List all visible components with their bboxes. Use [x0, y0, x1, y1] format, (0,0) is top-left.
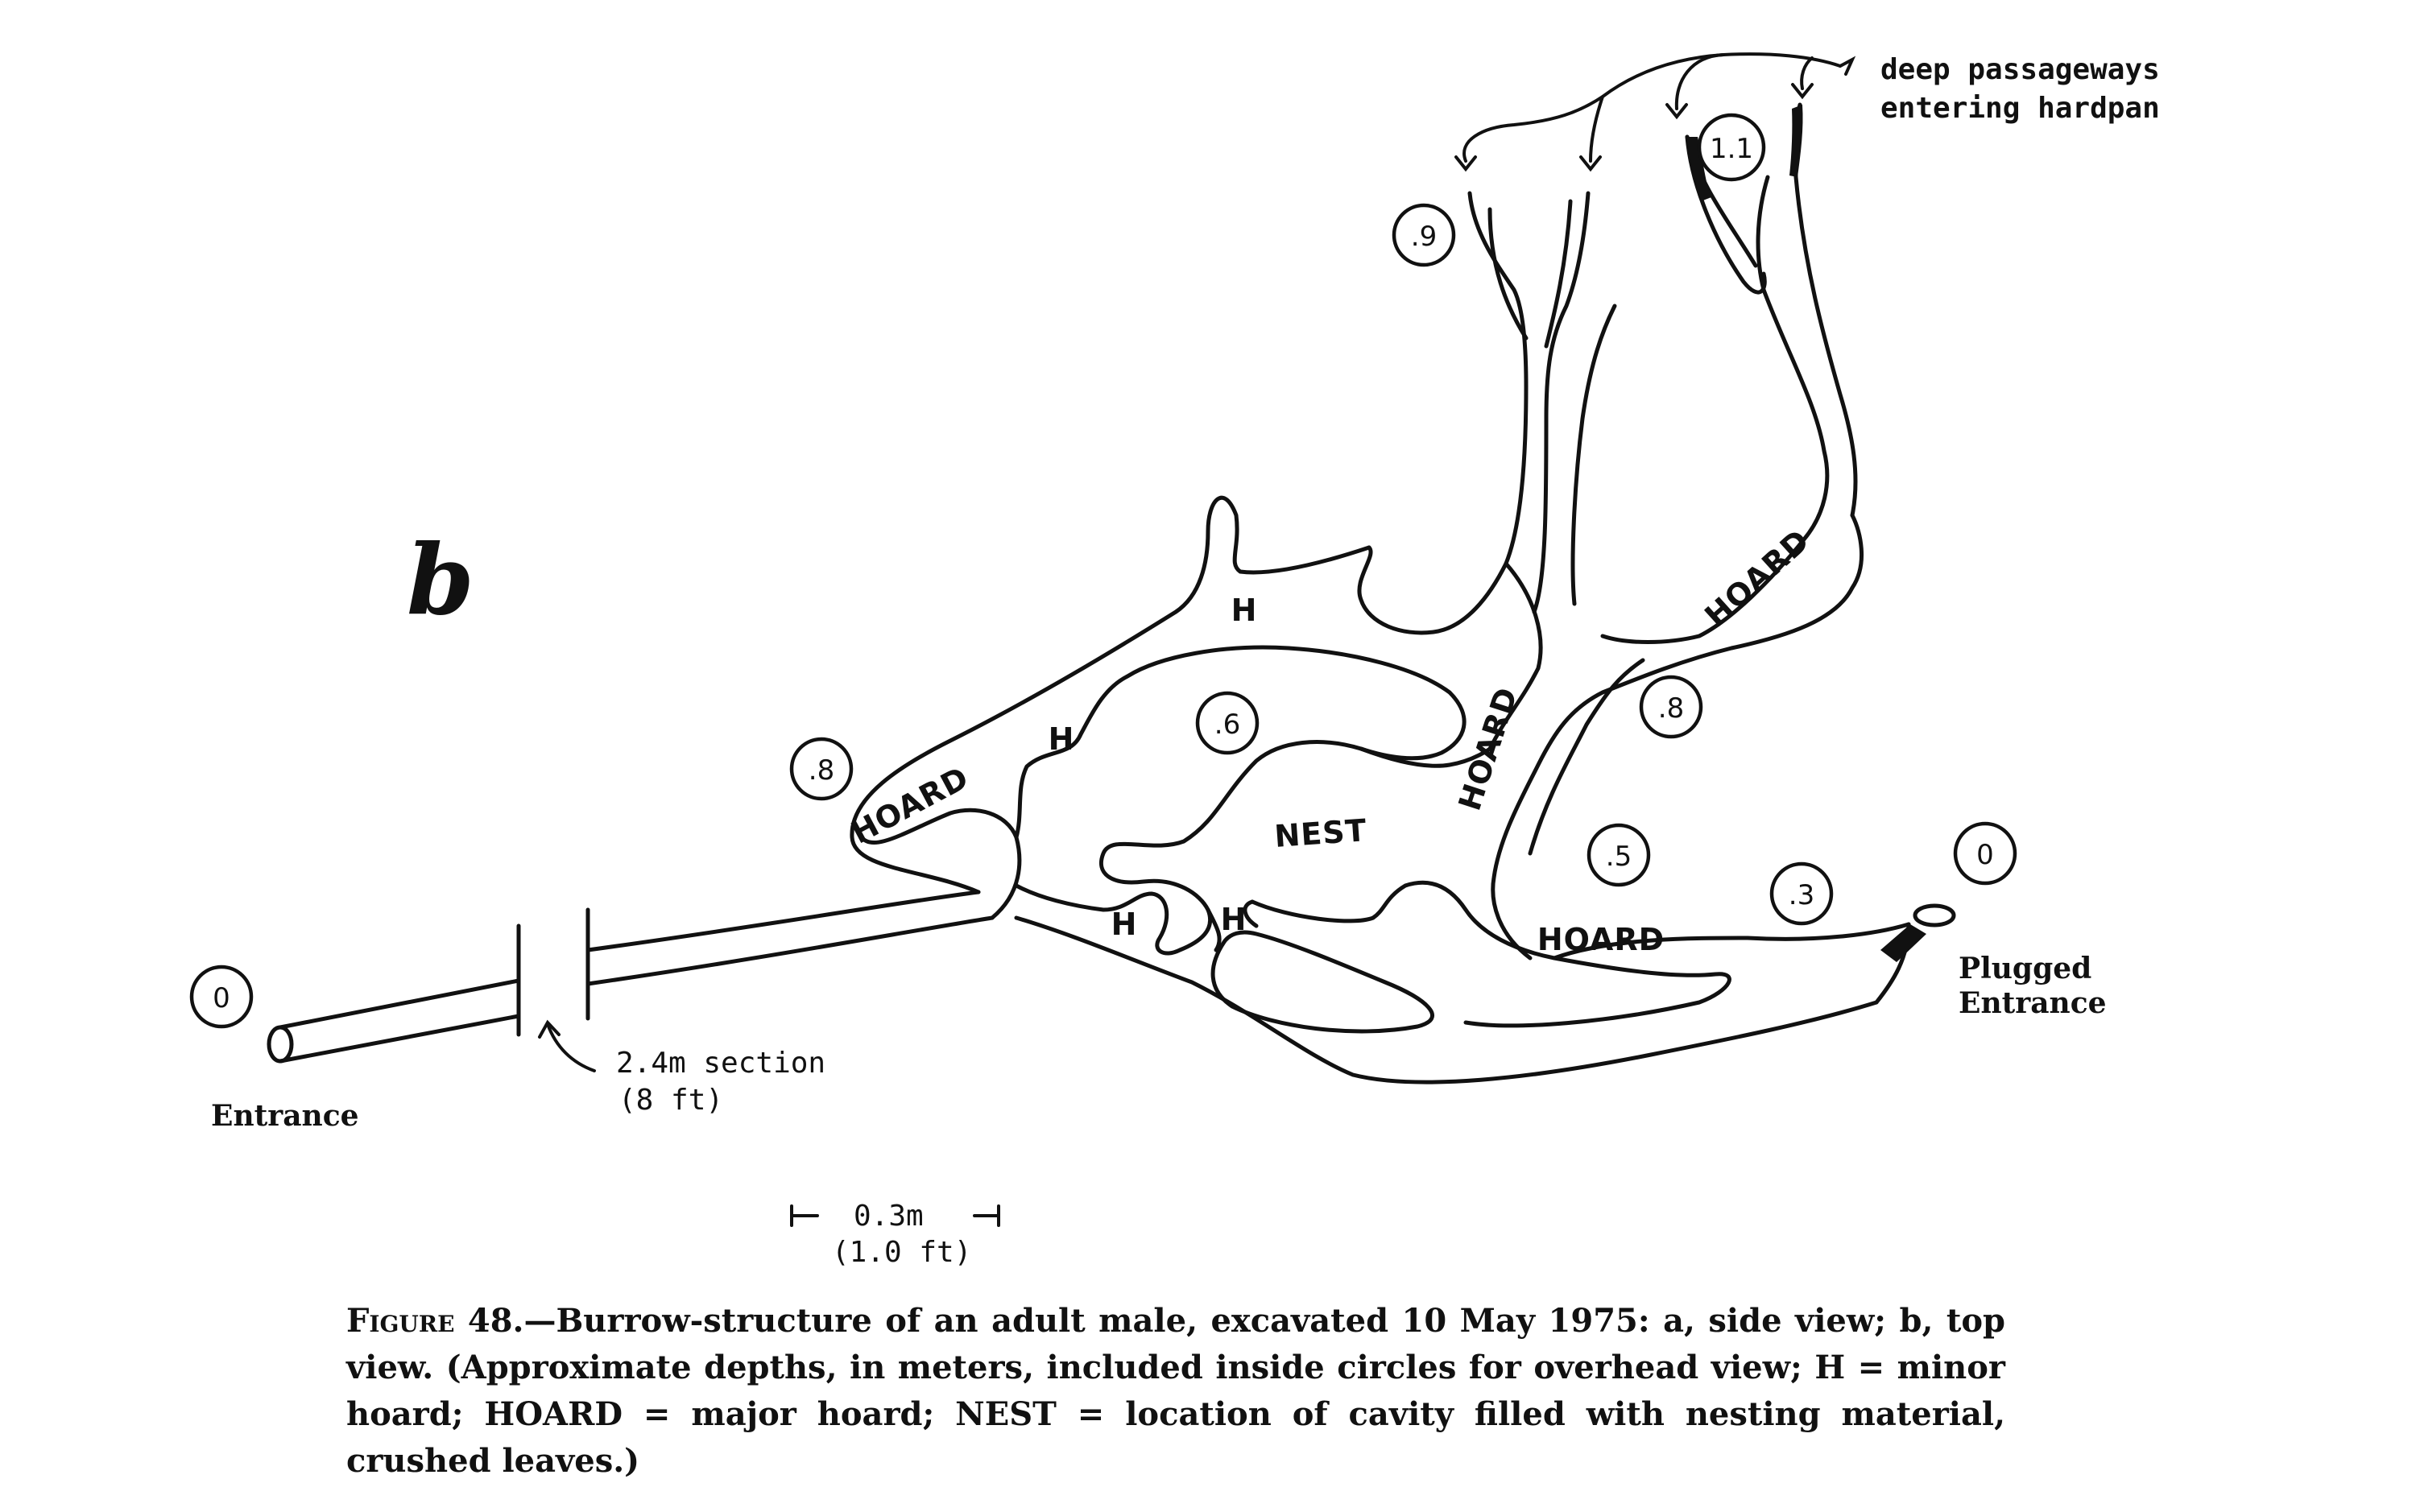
depth-circle-upper-right: 1.1 [1697, 113, 1766, 182]
entrance-label: Entrance [211, 1099, 359, 1133]
major-hoard-label-left: HOARD [846, 759, 974, 850]
panel-label: b [407, 523, 474, 637]
deep-passageways-label-line2: entering hardpan [1880, 92, 2160, 125]
scale-label-line2: (1.0 ft) [832, 1236, 971, 1269]
scale-bar [790, 1204, 1000, 1227]
depth-value: .9 [1411, 221, 1437, 253]
upper-passages [1467, 102, 1858, 644]
minor-hoard-label: H [1049, 721, 1075, 757]
caption-figure-number: Figure 48. [346, 1302, 524, 1340]
minor-hoard-label: H [1111, 907, 1138, 942]
plugged-entrance-label-line2: Entrance [1959, 986, 2107, 1020]
entrance-tunnel [267, 890, 995, 1064]
depth-value: .6 [1214, 708, 1240, 741]
figure-caption: Figure 48.—Burrow-structure of an adult … [346, 1298, 2005, 1485]
major-hoard-label-bottom: HOARD [1537, 922, 1665, 957]
nest-label: NEST [1273, 812, 1368, 854]
depth-value: 0 [213, 982, 230, 1014]
depth-circle-lower-middle: .5 [1587, 823, 1651, 887]
depth-circle-lower-right: .3 [1769, 861, 1834, 926]
depth-circle-hoard-right: .8 [1639, 675, 1703, 739]
depth-value: .3 [1789, 879, 1814, 911]
scale-label-line1: 0.3m [854, 1200, 924, 1233]
deep-passage-arrows [1454, 52, 1856, 172]
caption-text: —Burrow-structure of an adult male, exca… [346, 1302, 2005, 1480]
deep-passageways-label-line1: deep passageways [1880, 53, 2160, 86]
depth-value: .8 [1658, 692, 1684, 725]
depth-value: .8 [809, 754, 834, 787]
burrow-outline [850, 495, 1956, 1084]
plugged-entrance-label-line1: Plugged [1959, 952, 2091, 985]
minor-hoard-label: H [1231, 593, 1258, 628]
minor-hoard-label: H [1221, 902, 1247, 937]
section-arrowhead [538, 1019, 561, 1039]
depth-circle-plugged-entrance: 0 [1953, 821, 2017, 886]
depth-circle-nest: .6 [1195, 691, 1260, 755]
plug-fill [1880, 924, 1926, 962]
depth-circle-hoard-left: .8 [789, 737, 854, 801]
section-label-line1: 2.4m section [616, 1047, 825, 1080]
depth-value: .5 [1606, 841, 1632, 873]
major-hoard-label-center: HOARD [1452, 683, 1525, 815]
depth-circle-entrance: 0 [189, 965, 254, 1029]
depth-value: 1.1 [1710, 133, 1753, 165]
section-label-line2: (8 ft) [618, 1084, 723, 1117]
section-arrow [546, 1022, 596, 1072]
depth-circle-upper-left: .9 [1392, 203, 1456, 267]
major-hoard-label-right: HOARD [1698, 523, 1816, 634]
burrow-diagram: b [189, 52, 2160, 1269]
depth-value: 0 [1976, 839, 1994, 871]
